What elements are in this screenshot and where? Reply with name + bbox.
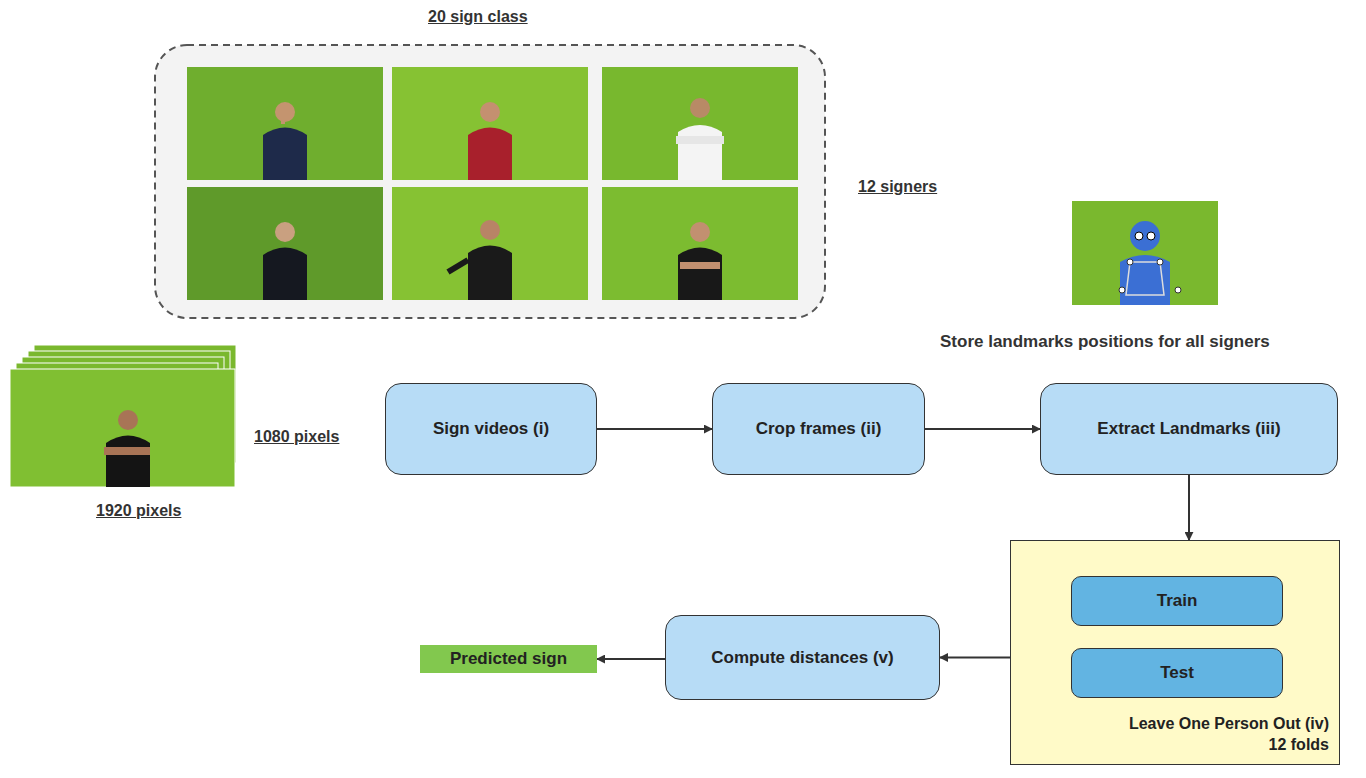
signer-photos <box>187 67 798 300</box>
box-text: Crop frames (ii) <box>756 419 882 439</box>
box-text: Train <box>1157 591 1198 611</box>
box-text: Extract Landmarks (iii) <box>1097 419 1280 439</box>
landmark-image <box>1072 201 1218 305</box>
box-text: Test <box>1160 663 1194 683</box>
box-text: Compute distances (v) <box>711 648 893 668</box>
arrow-connector <box>597 658 665 660</box>
signer-count: 12 signers <box>858 178 937 196</box>
note: Store landmarks positions for all signer… <box>940 332 1270 352</box>
output-label: Predicted sign <box>420 645 597 673</box>
box-text: Predicted sign <box>450 649 567 669</box>
group-caption: Leave One Person Out (iv) 12 folds <box>1114 713 1329 756</box>
dimension: 1920 pixels <box>96 502 181 520</box>
arrow-connector <box>940 657 1010 659</box>
process-box: Sign videos (i) <box>385 383 597 475</box>
arrow-connector <box>925 428 1040 430</box>
class-count: 20 sign class <box>428 8 528 26</box>
group-box: Leave One Person Out (iv) 12 folds TrainT… <box>1010 540 1340 765</box>
step-box: Train <box>1071 576 1283 626</box>
frame-stack <box>10 345 236 487</box>
arrow-connector <box>1188 475 1190 540</box>
arrow-connector <box>597 428 712 430</box>
process-box: Crop frames (ii) <box>712 383 925 475</box>
box-text: Sign videos (i) <box>433 419 549 439</box>
step-box: Test <box>1071 648 1283 698</box>
process-box: Compute distances (v) <box>665 615 940 700</box>
group-frame <box>155 45 825 318</box>
process-box: Extract Landmarks (iii) <box>1040 383 1338 475</box>
dimension: 1080 pixels <box>254 428 339 446</box>
